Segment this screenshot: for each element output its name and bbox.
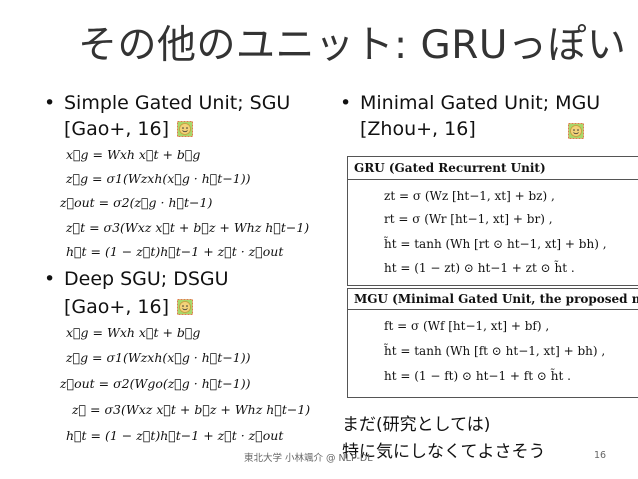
mgu-label: Minimal Gated Unit; MGU <box>360 92 601 114</box>
sgu-equation-1: x⃗g = Wxh x⃗t + b⃗g <box>66 147 201 162</box>
mgu-box-divider <box>348 309 638 310</box>
sgu-cite-line: [Gao+, 16] <box>64 118 194 140</box>
gru-equation-4: ht = (1 − zt) ⊙ ht−1 + zt ⊙ h̃t . <box>384 261 575 275</box>
mgu-equation-3: ht = (1 − ft) ⊙ ht−1 + ft ⊙ h̃t . <box>384 369 571 383</box>
dsgu-equation-4: z⃗ = σ3(Wxz x⃗t + b⃗z + Whz h⃗t−1) <box>72 402 311 417</box>
mgu-equation-box: MGU (Minimal Gated Unit, the proposed me… <box>347 288 638 398</box>
bullet-mgu: • Minimal Gated Unit; MGU <box>340 92 600 114</box>
gru-equation-3: h̃t = tanh (Wh [rt ⊙ ht−1, xt] + bh) , <box>384 237 607 251</box>
footer-author: 東北大学 小林颯介 @ NLP-DL <box>244 453 373 464</box>
mgu-box-title: MGU (Minimal Gated Unit, the proposed me <box>354 292 638 306</box>
mgu-equation-1: ft = σ (Wf [ht−1, xt] + bf) , <box>384 319 550 333</box>
gru-equation-2: rt = σ (Wr [ht−1, xt] + br) , <box>384 212 553 226</box>
smiley-face-icon <box>177 121 194 137</box>
dsgu-cite: [Gao+, 16] <box>64 296 169 318</box>
page-number: 16 <box>594 450 607 461</box>
bullet-sgu: • Simple Gated Unit; SGU <box>44 92 290 114</box>
note-line-2: 特に気にしなくてよさそう <box>342 442 546 462</box>
sgu-equation-4: z⃗t = σ3(Wxz x⃗t + b⃗z + Whz h⃗t−1) <box>66 220 310 235</box>
gru-equation-1: zt = σ (Wz [ht−1, xt] + bz) , <box>384 189 555 203</box>
sgu-equation-2: z⃗g = σ1(Wzxh(x⃗g · h⃗t−1)) <box>66 171 251 186</box>
sgu-cite: [Gao+, 16] <box>64 118 169 140</box>
smiley-face-icon <box>568 123 584 139</box>
gru-equation-box: GRU (Gated Recurrent Unit) zt = σ (Wz [h… <box>347 156 638 286</box>
dsgu-equation-2: z⃗g = σ1(Wzxh(x⃗g · h⃗t−1)) <box>66 350 251 365</box>
note-line-1: まだ(研究としては) <box>342 415 491 435</box>
mgu-cite: [Zhou+, 16] <box>360 118 476 140</box>
sgu-equation-5: h⃗t = (1 − z⃗t)h⃗t−1 + z⃗t · z⃗out <box>66 244 284 259</box>
sgu-label: Simple Gated Unit; SGU <box>64 92 291 114</box>
sgu-equation-3: z⃗out = σ2(z⃗g · h⃗t−1) <box>60 195 213 210</box>
dsgu-label: Deep SGU; DSGU <box>64 268 229 290</box>
bullet-dot: • <box>44 92 56 114</box>
bullet-dot: • <box>340 92 352 114</box>
gru-box-divider <box>348 179 638 180</box>
slide-title: その他のユニット: GRUっぽい <box>78 23 627 68</box>
dsgu-equation-1: x⃗g = Wxh x⃗t + b⃗g <box>66 325 201 340</box>
mgu-equation-2: h̃t = tanh (Wh [ft ⊙ ht−1, xt] + bh) , <box>384 344 606 358</box>
gru-box-title: GRU (Gated Recurrent Unit) <box>354 161 546 175</box>
dsgu-cite-line: [Gao+, 16] <box>64 296 194 318</box>
smiley-face-icon <box>177 299 194 315</box>
dsgu-equation-5: h⃗t = (1 − z⃗t)h⃗t−1 + z⃗t · z⃗out <box>66 428 284 443</box>
dsgu-equation-3: z⃗out = σ2(Wgo(z⃗g · h⃗t−1)) <box>60 376 251 391</box>
bullet-dsgu: • Deep SGU; DSGU <box>44 268 229 290</box>
bullet-dot: • <box>44 268 56 290</box>
